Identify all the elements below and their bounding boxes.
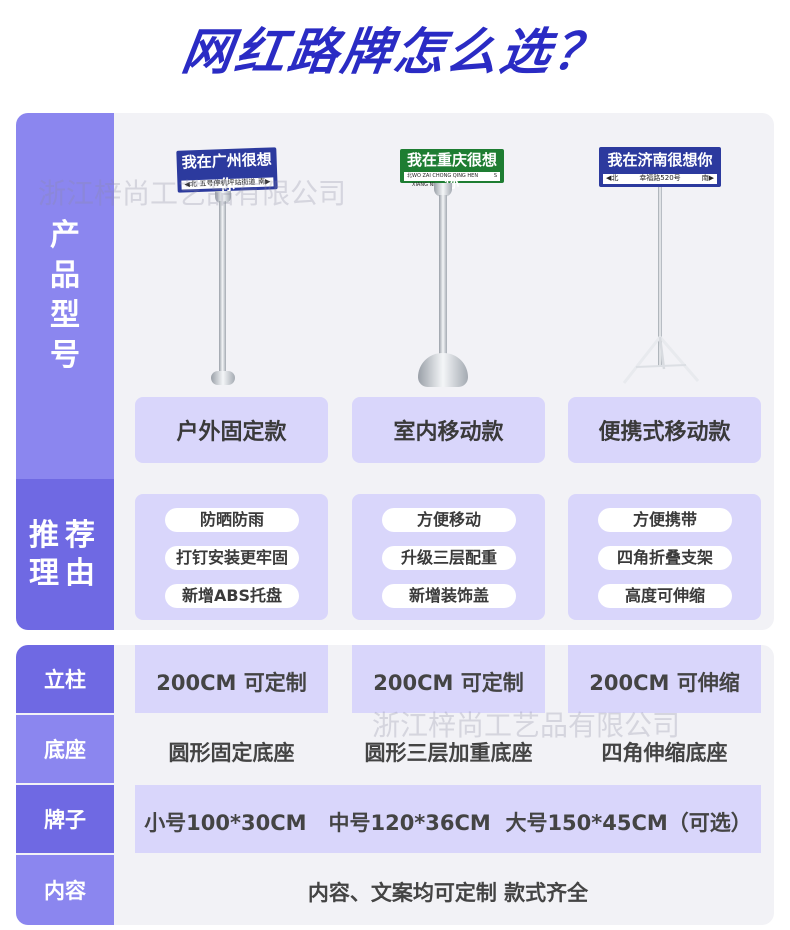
reason-pill: 新增ABS托盘 <box>165 584 299 608</box>
spec-pole-outdoor: 200CM 可定制 <box>156 671 307 695</box>
spec-cell-bg <box>135 785 761 853</box>
spec-cell-bg <box>568 645 761 713</box>
spec-pole-portable: 200CM 可伸缩 <box>589 671 740 695</box>
spec-cell-bg <box>135 645 328 713</box>
model-card-outdoor: 户外固定款 <box>135 397 328 463</box>
product-panel: 产品型号 推荐理由 我在广州很想你 ◀北五号停机坪站街道南▶ 我在重庆很想你 北… <box>16 113 774 630</box>
spec-board-sizes: 小号100*30CM 中号120*36CM 大号150*45CM（可选） <box>144 811 752 835</box>
reason-pill: 高度可伸缩 <box>598 584 732 608</box>
spec-label-content: 内容 <box>16 855 114 925</box>
spec-pole-indoor: 200CM 可定制 <box>373 671 524 695</box>
watermark: 浙江梓尚工艺品有限公司 <box>38 177 347 210</box>
spec-panel: 立柱 底座 牌子 内容 200CM 可定制 200CM 可定制 200CM 可伸… <box>16 645 774 925</box>
spec-label-pole: 立柱 <box>16 645 114 713</box>
spec-content: 内容、文案均可定制 款式齐全 <box>307 881 589 905</box>
tripod-stand <box>622 336 700 384</box>
reason-pill: 打钉安装更牢固 <box>165 546 299 570</box>
spec-label-board: 牌子 <box>16 785 114 853</box>
spec-base-indoor: 圆形三层加重底座 <box>364 741 533 765</box>
reason-pill: 新增装饰盖 <box>382 584 516 608</box>
reason-pill: 方便移动 <box>382 508 516 532</box>
watermark: 浙江梓尚工艺品有限公司 <box>372 709 681 742</box>
reason-pill: 方便携带 <box>598 508 732 532</box>
product-model-label: 产品型号 <box>16 113 114 479</box>
sign-board: 我在济南很想你 ◀北幸福路520号南▶ <box>599 147 721 187</box>
spec-cell-bg <box>352 645 545 713</box>
spec-base-portable: 四角伸缩底座 <box>601 741 728 765</box>
spec-label-base: 底座 <box>16 715 114 783</box>
reason-pill: 防晒防雨 <box>165 508 299 532</box>
reason-pill: 四角折叠支架 <box>598 546 732 570</box>
model-card-portable: 便携式移动款 <box>568 397 761 463</box>
page-title: 网红路牌怎么选？ <box>178 23 611 81</box>
model-card-indoor: 室内移动款 <box>352 397 545 463</box>
spec-base-outdoor: 圆形固定底座 <box>168 741 295 765</box>
recommend-reason-label: 推荐理由 <box>16 479 114 630</box>
reason-pill: 升级三层配重 <box>382 546 516 570</box>
